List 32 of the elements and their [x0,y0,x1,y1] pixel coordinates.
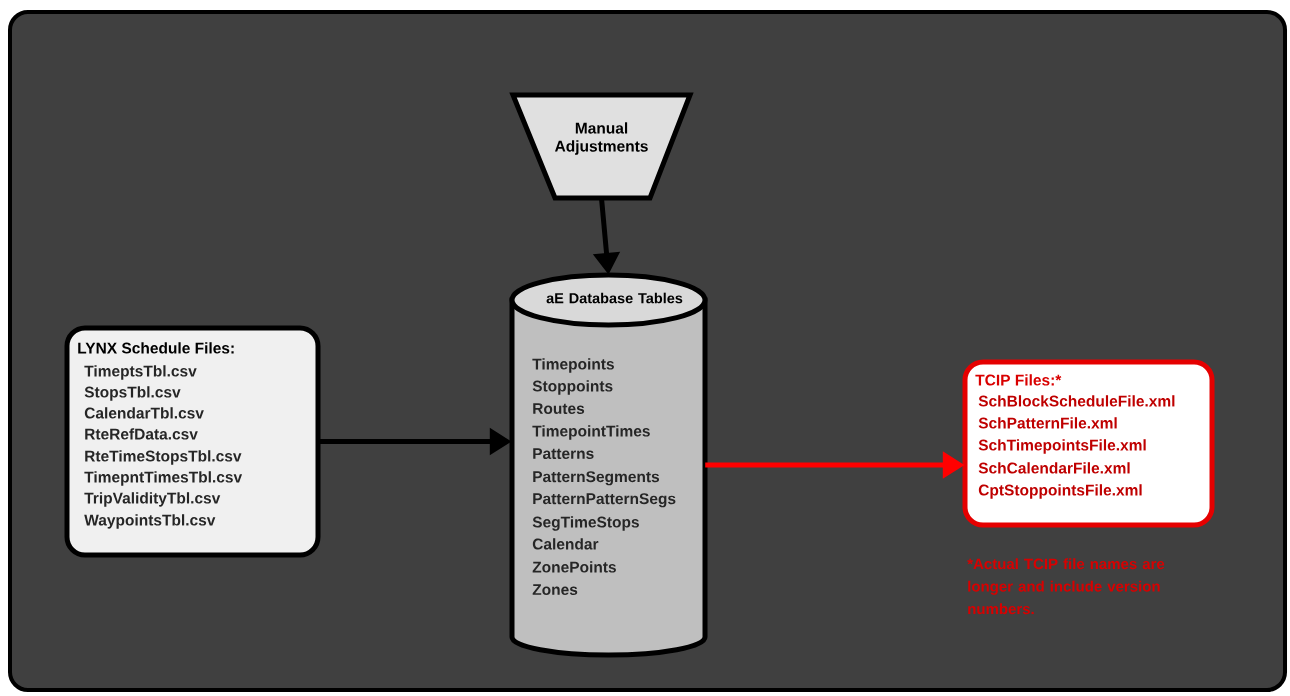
list-item: TimepntTimesTbl.csv [84,471,243,486]
heading-text: TCIP Files:* [975,374,1062,386]
list-item: SchBlockScheduleFile.xml [978,395,1175,407]
list-item: Timepoints [532,358,614,373]
note-text: *Actual TCIP file names are longer and include version numbers. [967,558,1165,615]
list-item: SchPatternFile.xml [978,417,1117,429]
list-item: Patterns [533,448,594,460]
heading-text: LYNX Schedule Files: [78,342,234,354]
file-list-box [64,325,321,558]
list-item: SegTimeStops [532,516,639,531]
file-list-box [962,359,1215,528]
list-item: PatternSegments [533,471,660,486]
list-item: Stoppoints [532,380,613,395]
list-item: Zones [532,584,578,596]
heading-text: aE Database Tables [546,292,683,304]
list-item: ZonePoints [532,561,616,573]
list-item: SchTimepointsFile.xml [978,439,1146,454]
list-item: PatternPatternSegs [533,493,676,508]
heading-text: Manual Adjustments [554,122,648,155]
list-item: CalendarTbl.csv [84,407,204,419]
list-item: StopsTbl.csv [84,386,181,401]
list-item: Calendar [532,538,599,550]
list-item: TimepointTimes [532,425,650,440]
list-item: WaypointsTbl.csv [84,514,216,529]
list-item: RteRefData.csv [85,428,198,440]
list-item: CptStoppointsFile.xml [978,484,1142,499]
list-item: RteTimeStopsTbl.csv [85,450,242,465]
list-item: TimeptsTbl.csv [84,365,197,380]
list-item: Routes [533,403,585,415]
list-item: TripValidityTbl.csv [84,492,221,507]
database-cylinder [509,272,708,658]
list-item: SchCalendarFile.xml [978,462,1130,474]
